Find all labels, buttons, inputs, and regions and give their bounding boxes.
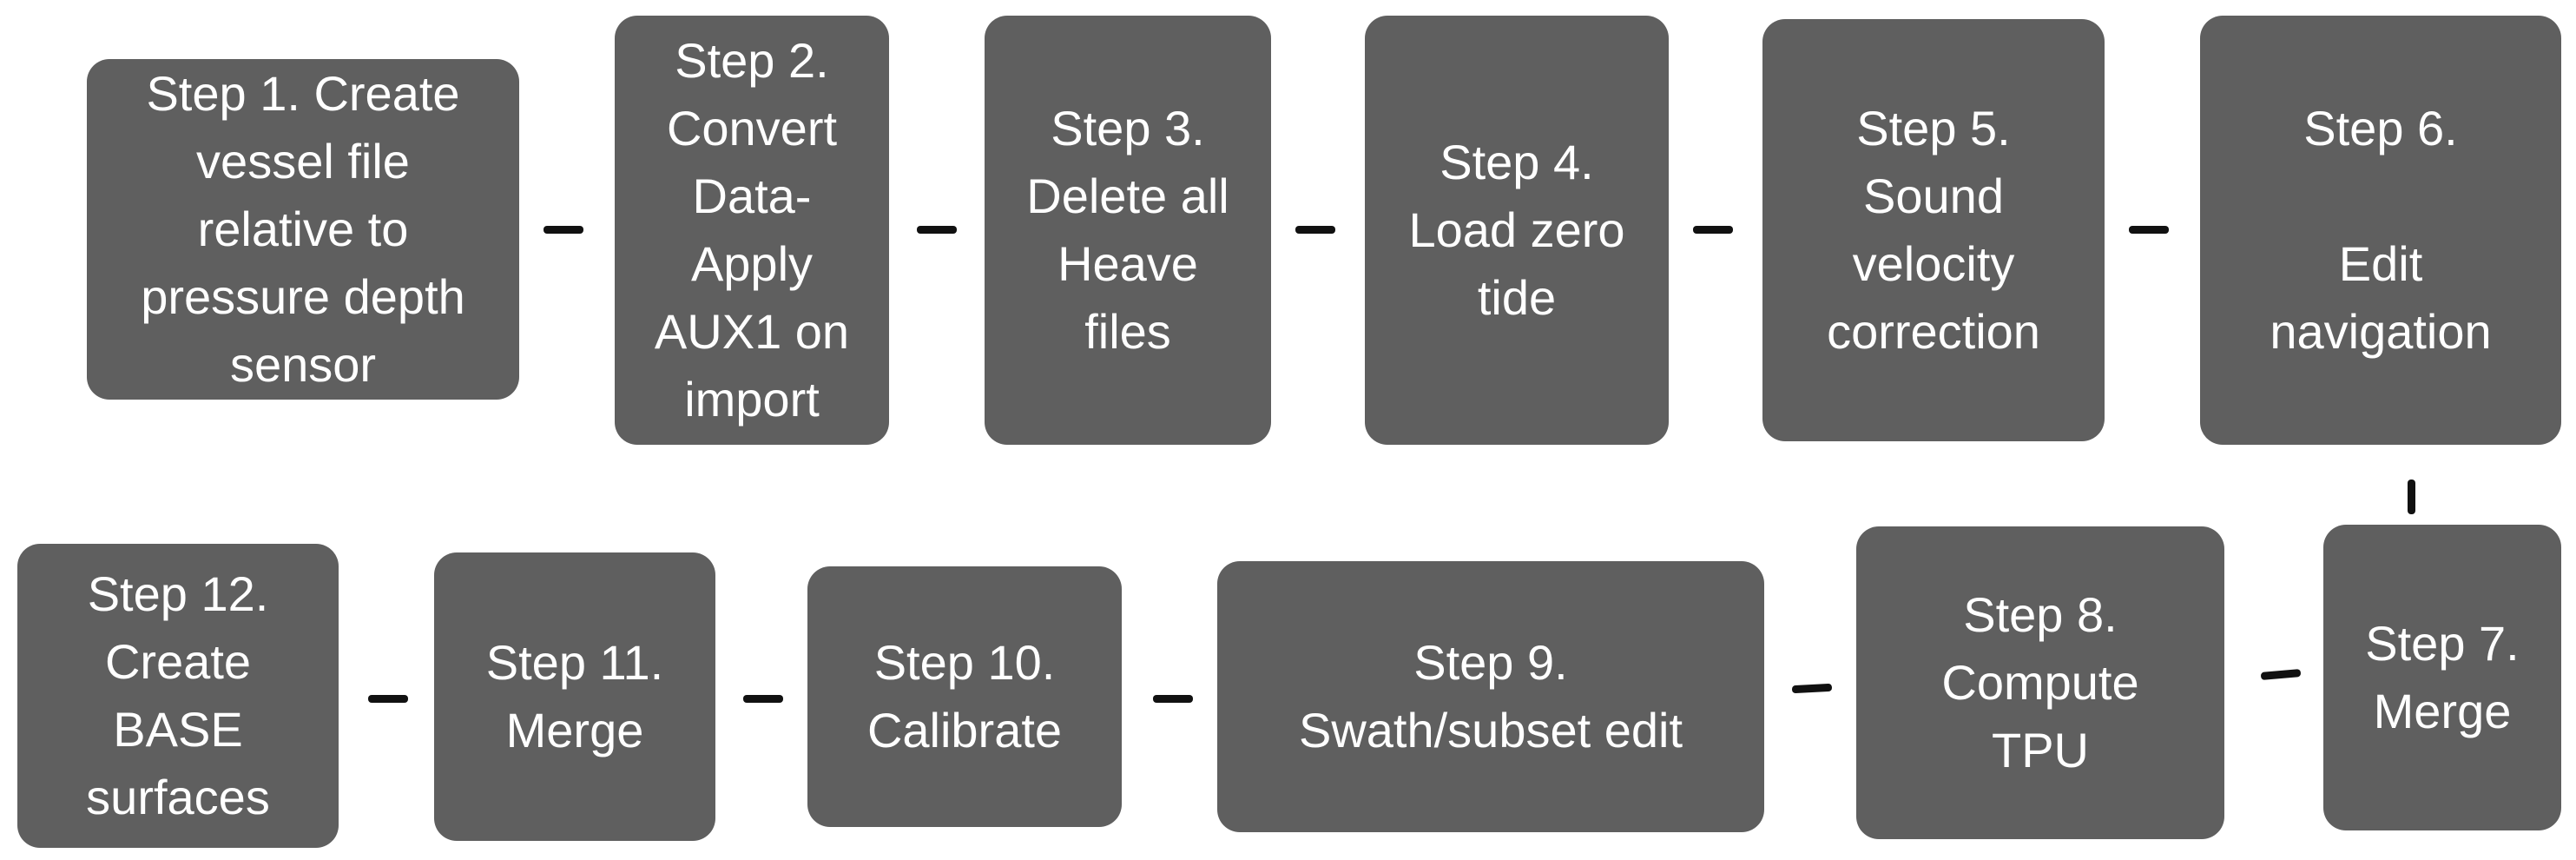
connector-step1-step2	[544, 226, 583, 234]
connector-step5-step6	[2129, 226, 2169, 234]
connector-step3-step4	[1295, 226, 1335, 234]
step-9-box: Step 9. Swath/subset edit	[1217, 561, 1764, 832]
step-8-box: Step 8. Compute TPU	[1856, 526, 2224, 839]
connector-step9-step10	[1153, 695, 1193, 703]
connector-step2-step3	[917, 226, 957, 234]
step-11-box: Step 11. Merge	[434, 552, 715, 841]
connector-step10-step11	[743, 695, 783, 703]
step-5-box: Step 5. Sound velocity correction	[1762, 19, 2105, 441]
step-1-box: Step 1. Create vessel file relative to p…	[87, 59, 519, 400]
step-7-box: Step 7. Merge	[2323, 525, 2561, 830]
connector-step7-step8	[2260, 669, 2302, 680]
connector-step8-step9	[1791, 683, 1833, 694]
step-12-box: Step 12. Create BASE surfaces	[17, 544, 339, 848]
step-3-box: Step 3. Delete all Heave files	[985, 16, 1271, 445]
connector-step4-step5	[1693, 226, 1733, 234]
connector-step11-step12	[368, 695, 408, 703]
step-4-box: Step 4. Load zero tide	[1365, 16, 1669, 445]
step-10-box: Step 10. Calibrate	[807, 566, 1122, 827]
step-2-box: Step 2. Convert Data- Apply AUX1 on impo…	[615, 16, 889, 445]
connector-step6-step7	[2408, 480, 2415, 514]
step-6-box: Step 6. Edit navigation	[2200, 16, 2561, 445]
